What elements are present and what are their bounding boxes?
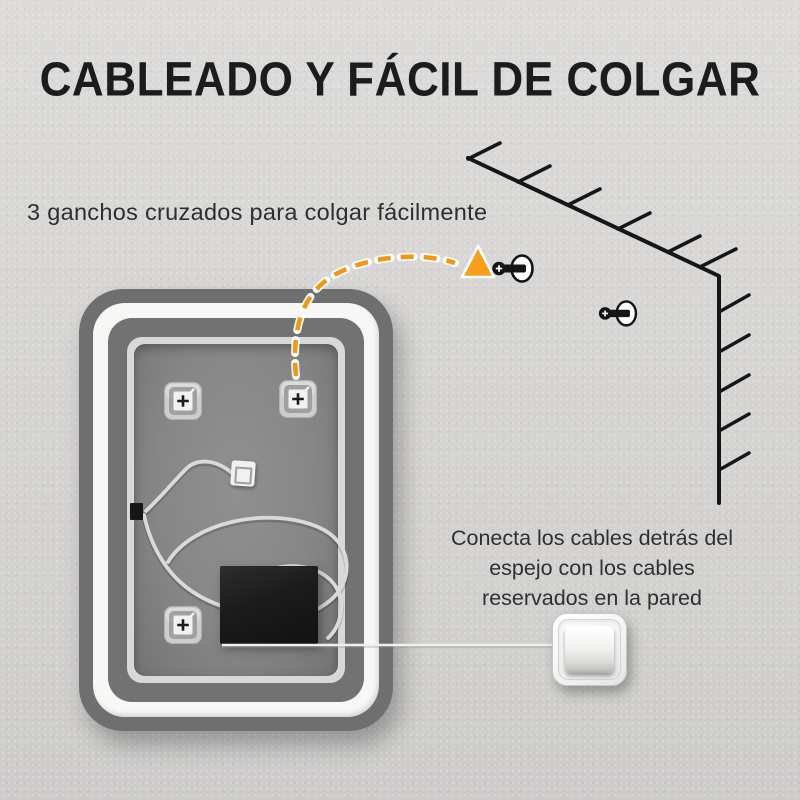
cables-annotation-line: reservados en la pared [482,586,702,610]
wall-screw-icon [598,300,638,327]
cables-annotation-line: Conecta los cables detrás del [450,526,734,550]
junction-box-icon [230,460,256,487]
junction-box-port [234,466,253,485]
mounting-hook-icon [164,382,202,420]
triangle-arrowhead-icon [460,244,496,279]
mounting-hook-icon [279,380,317,418]
cables-annotation: Conecta los cables detrás del espejo con… [408,523,776,613]
driver-box [220,566,318,644]
wall-edge-hatch-icon [466,141,751,505]
mounting-hook-icon [164,606,202,644]
hooks-annotation: 3 ganchos cruzados para colgar fácilment… [27,199,488,225]
mirror-back-illustration [79,289,393,731]
cable-connector-icon [130,503,143,520]
light-switch-icon [552,613,627,686]
light-switch-frame [558,619,621,680]
page-title: CABLEADO Y FÁCIL DE COLGAR [39,51,761,107]
wall-screw-icon [492,254,534,283]
light-switch-rocker [565,626,614,673]
cables-annotation-line: espejo con los cables [489,556,695,580]
